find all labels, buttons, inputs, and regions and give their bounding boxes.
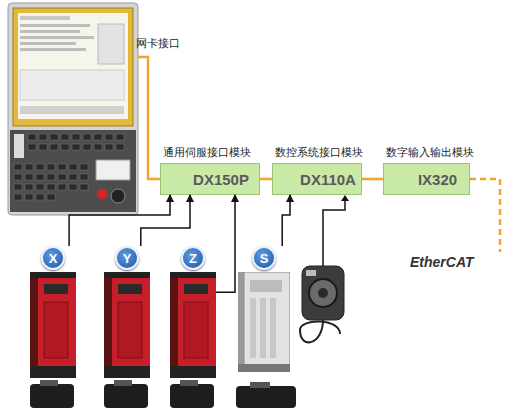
module-name: IX320 <box>406 164 469 194</box>
module-heading: 数字输入输出模块 <box>386 145 474 160</box>
port-label: 网卡接口 <box>136 36 180 51</box>
network-cable <box>138 57 160 179</box>
signal-cable <box>282 195 290 246</box>
drive-unit: X <box>30 246 76 378</box>
signal-cable <box>141 195 190 246</box>
signal-cable <box>69 195 170 246</box>
network-link <box>362 178 383 181</box>
drive-unit: S <box>238 246 290 372</box>
drive-body <box>30 272 76 378</box>
drive-body <box>170 272 216 378</box>
module-name: DX110A <box>295 164 361 194</box>
handwheel <box>300 266 344 342</box>
axis-badge: X <box>41 246 65 270</box>
signal-cable <box>216 195 235 292</box>
cnc-controller <box>8 3 138 215</box>
axis-badge: Z <box>181 246 205 270</box>
arrow-head <box>341 195 349 201</box>
interface-module: 数字输入输出模块IX320 <box>383 163 470 195</box>
axis-badge: Y <box>115 246 139 270</box>
ethercat-cable <box>470 179 500 252</box>
module-name: DX150P <box>183 164 259 194</box>
drive-body <box>104 272 150 378</box>
drive-unit: Z <box>170 246 216 378</box>
servo-motor <box>30 380 296 408</box>
drive-unit: Y <box>104 246 150 378</box>
handwheel-wire <box>323 198 345 266</box>
network-link <box>260 178 272 181</box>
bus-logo: EtherCAT <box>410 254 474 270</box>
axis-badge: S <box>252 246 276 270</box>
module-heading: 数控系统接口模块 <box>275 145 363 160</box>
interface-module: 数控系统接口模块DX110A <box>272 163 362 195</box>
drive-body <box>238 272 290 372</box>
module-heading: 通用伺服接口模块 <box>163 145 251 160</box>
interface-module: 通用伺服接口模块DX150P <box>160 163 260 195</box>
